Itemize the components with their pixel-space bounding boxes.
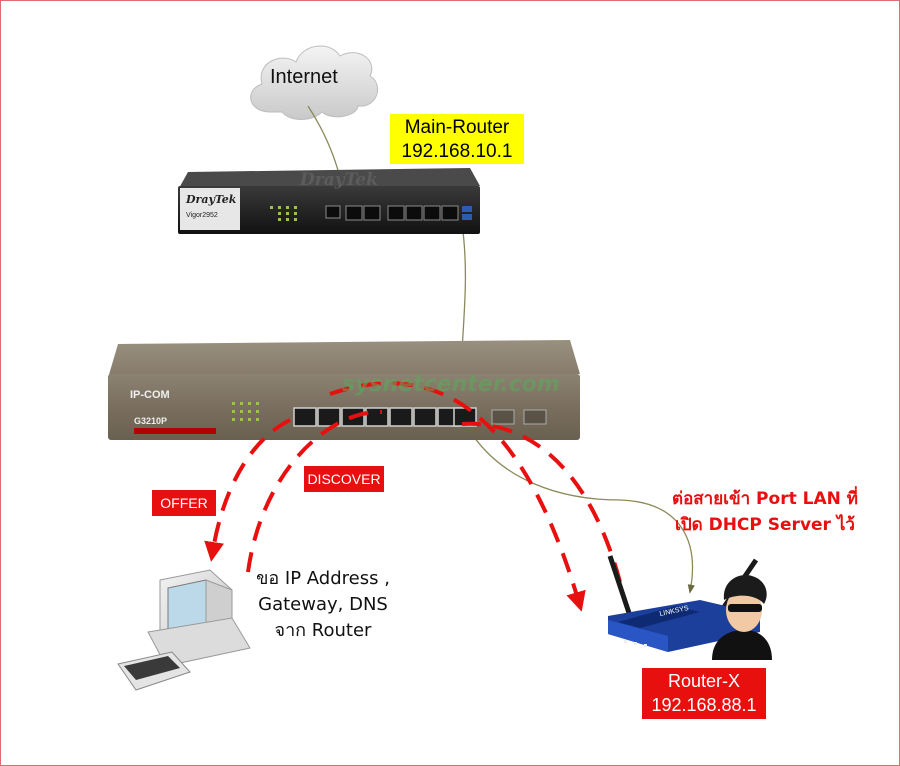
main-router-device: DrayTek Vigor2952 DrayTek xyxy=(178,168,480,234)
cable-switch-to-router-x xyxy=(467,427,695,594)
offer-arrow-from-router xyxy=(461,421,622,583)
discover-arrow xyxy=(246,409,383,573)
hacker-avatar-icon xyxy=(712,575,772,660)
watermark-text: sysnetcenter.com xyxy=(342,372,560,397)
internet-cloud-icon xyxy=(250,45,379,120)
router-model-text: Vigor2952 xyxy=(186,212,218,219)
dhcp-flow-arrows xyxy=(204,381,622,612)
offer-label: OFFER xyxy=(152,490,216,516)
client-note-line1: ขอ IP Address , xyxy=(256,568,390,589)
router-brand-small: DrayTek xyxy=(185,193,237,206)
discover-label: DISCOVER xyxy=(304,466,384,492)
main-router-ip: 192.168.10.1 xyxy=(401,141,513,162)
offer-arrow xyxy=(204,418,291,562)
discover-arrow-to-router xyxy=(329,381,586,612)
internet-label: Internet xyxy=(270,66,338,88)
port-note-line1: ต่อสายเข้า Port LAN ที่ xyxy=(672,489,858,509)
port-lan-note: ต่อสายเข้า Port LAN ที่ เปิด DHCP Server… xyxy=(660,486,870,538)
router-x-name: Router-X xyxy=(667,671,741,691)
switch-brand-text: IP-COM xyxy=(130,389,170,401)
client-note-line2: Gateway, DNS xyxy=(258,594,388,615)
router-x-ip: 192.168.88.1 xyxy=(651,695,757,715)
computer-icon xyxy=(117,569,251,691)
client-note-line3: จาก Router xyxy=(274,620,372,641)
router-x-label: Router-X 192.168.88.1 xyxy=(642,668,766,719)
client-request-note: ขอ IP Address , Gateway, DNS จาก Router xyxy=(248,566,398,644)
main-router-name: Main-Router xyxy=(404,117,510,138)
router-brand-top: DrayTek xyxy=(299,170,378,190)
switch-model-text: G3210P xyxy=(134,416,167,426)
port-note-line2: เปิด DHCP Server ไว้ xyxy=(675,515,855,535)
main-router-label: Main-Router 192.168.10.1 xyxy=(390,114,524,164)
